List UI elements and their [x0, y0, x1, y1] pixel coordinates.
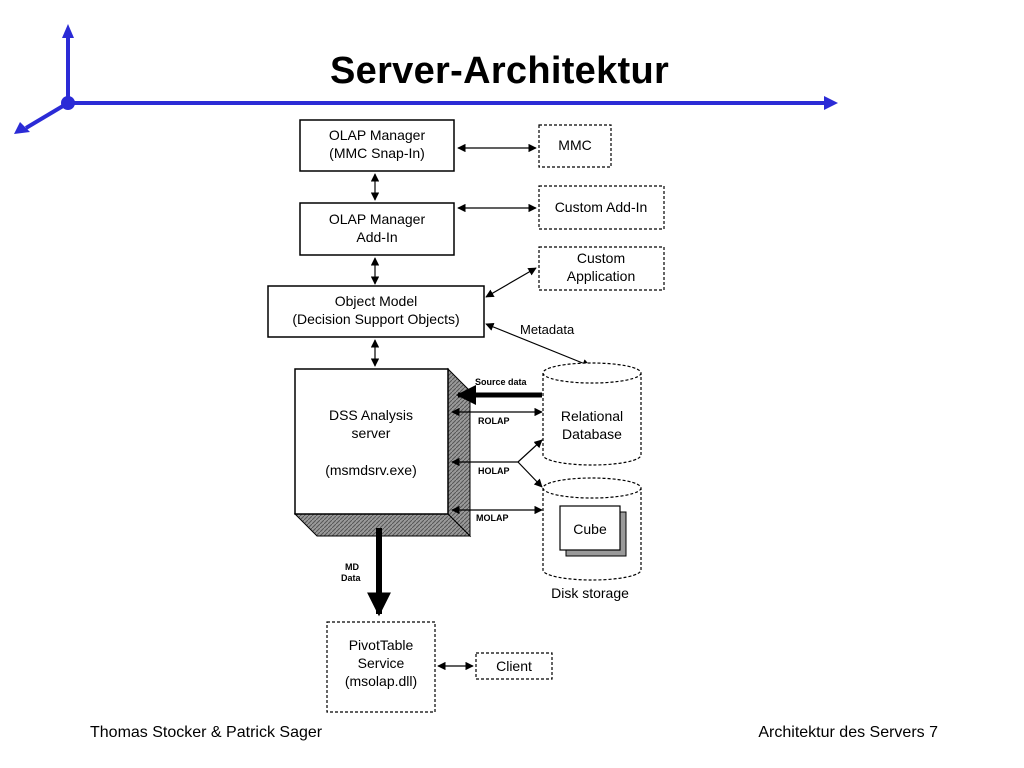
svg-text:Custom: Custom	[577, 250, 625, 266]
svg-text:MMC: MMC	[558, 137, 591, 153]
footer-page-label: Architektur des Servers 7	[758, 724, 938, 741]
holap-label: HOLAP	[478, 466, 510, 476]
source-data-label: Source data	[475, 377, 528, 387]
molap-label: MOLAP	[476, 513, 509, 523]
custom-addin-box: Custom Add-In	[538, 185, 665, 230]
metadata-label: Metadata	[520, 322, 575, 337]
dss-analysis-server-box: DSS Analysis server (msmdsrv.exe)	[293, 367, 472, 538]
svg-text:Service: Service	[358, 655, 405, 671]
svg-text:Database: Database	[562, 426, 622, 442]
svg-text:DSS Analysis: DSS Analysis	[329, 407, 413, 423]
pivottable-service-box: PivotTable Service (msolap.dll)	[326, 621, 436, 713]
svg-text:Custom Add-In: Custom Add-In	[555, 199, 648, 215]
olap-manager-snapin-box: OLAP Manager (MMC Snap-In)	[299, 119, 455, 172]
svg-text:(msolap.dll): (msolap.dll)	[345, 673, 417, 689]
client-box: Client	[475, 652, 553, 680]
slide-title: Server-Architektur	[330, 50, 670, 92]
svg-text:OLAP Manager: OLAP Manager	[329, 211, 426, 227]
data-label: Data	[341, 573, 362, 583]
mmc-box: MMC	[538, 124, 612, 168]
edge-objectmodel-customapp	[485, 267, 537, 298]
svg-text:Application: Application	[567, 268, 636, 284]
disk-storage-cylinder: Cube Disk storage	[542, 477, 642, 601]
object-model-box: Object Model (Decision Support Objects)	[267, 285, 485, 338]
svg-text:OLAP Manager: OLAP Manager	[329, 127, 426, 143]
svg-text:server: server	[352, 425, 391, 441]
cube-label: Cube	[573, 521, 607, 537]
footer-authors: Thomas Stocker & Patrick Sager	[90, 724, 323, 741]
svg-text:Add-In: Add-In	[356, 229, 397, 245]
edge-objectmodel-metadata	[485, 322, 591, 368]
svg-text:(msmdsrv.exe): (msmdsrv.exe)	[325, 462, 417, 478]
rolap-label: ROLAP	[478, 416, 510, 426]
md-label: MD	[345, 562, 359, 572]
custom-application-box: Custom Application	[538, 246, 665, 291]
svg-text:(Decision Support Objects): (Decision Support Objects)	[292, 311, 459, 327]
svg-text:PivotTable: PivotTable	[349, 637, 414, 653]
svg-text:Relational: Relational	[561, 408, 623, 424]
relational-database-cylinder: Relational Database	[542, 362, 642, 466]
svg-text:Object Model: Object Model	[335, 293, 417, 309]
disk-storage-label: Disk storage	[551, 585, 629, 601]
svg-text:Client: Client	[496, 658, 532, 674]
olap-manager-addin-box: OLAP Manager Add-In	[299, 202, 455, 256]
svg-text:(MMC Snap-In): (MMC Snap-In)	[329, 145, 425, 161]
